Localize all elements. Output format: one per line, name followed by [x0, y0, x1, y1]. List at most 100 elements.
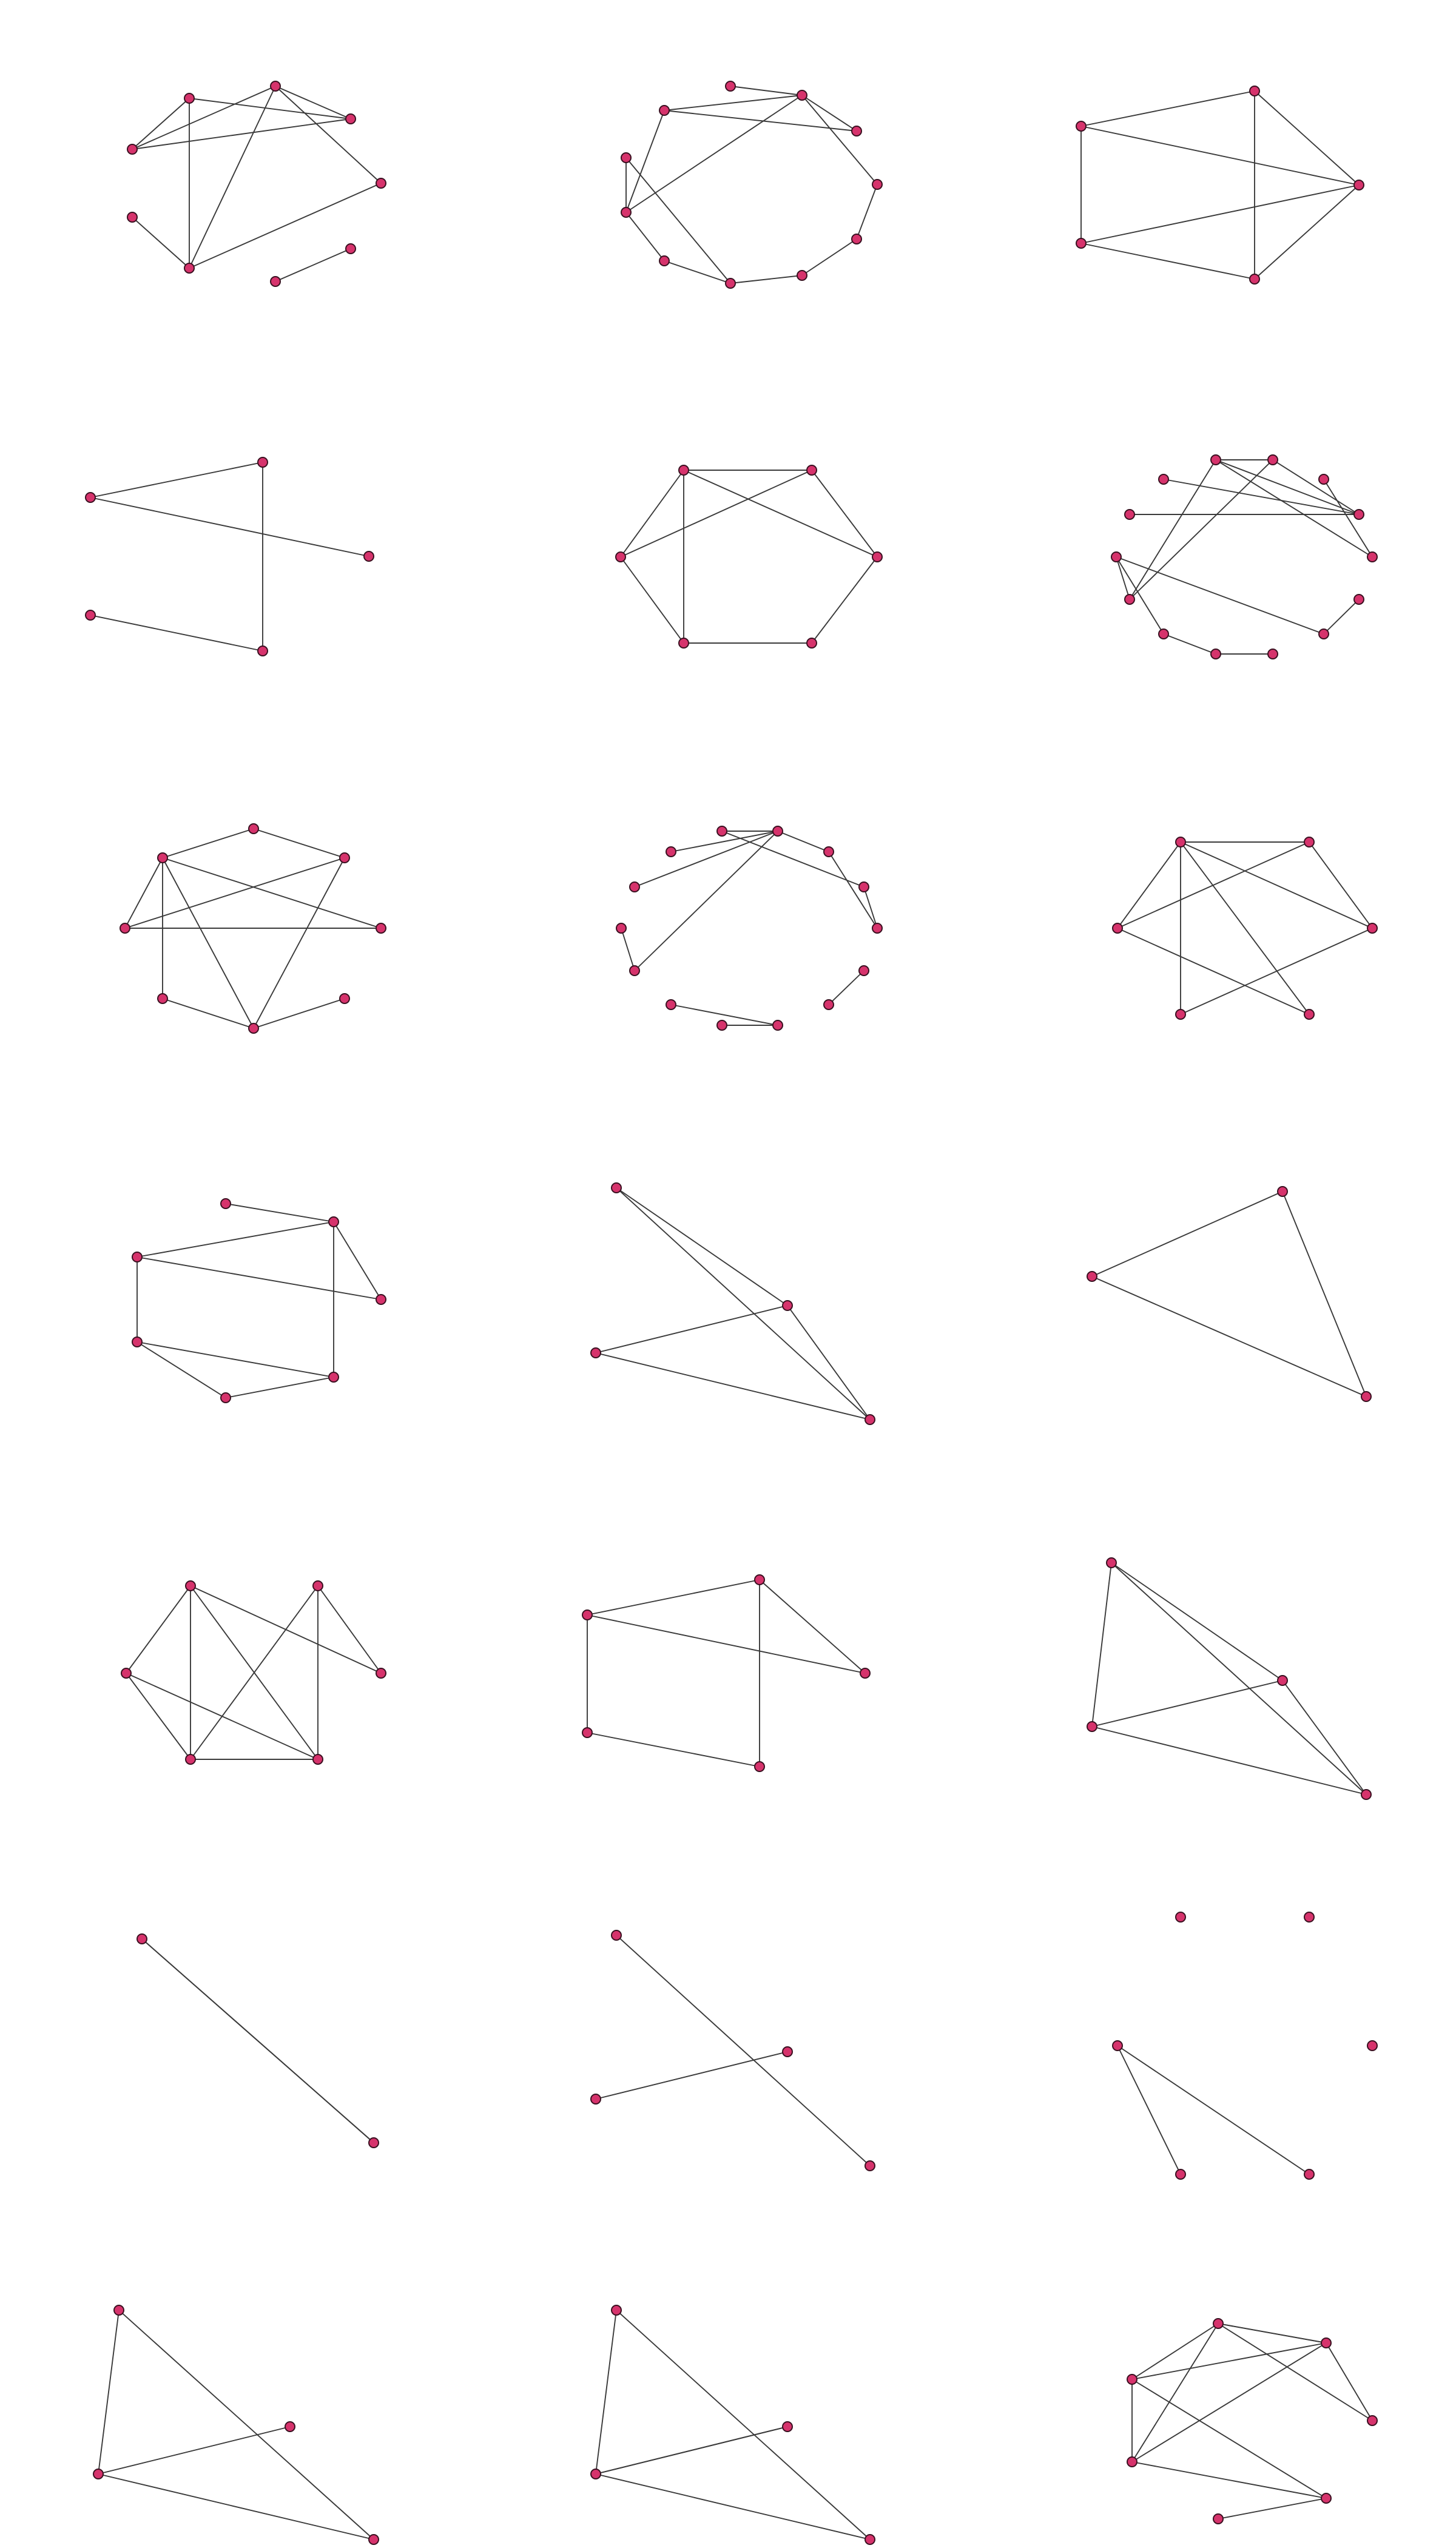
graph-12-node-3 — [1087, 1271, 1097, 1282]
graph-17-edge-2 — [595, 2051, 788, 2100]
graph-15-edge-2 — [1111, 1562, 1367, 1795]
graph-6-node-12 — [1124, 509, 1135, 520]
graph-8-node-14 — [716, 826, 727, 837]
graph-6 — [1111, 454, 1378, 659]
graph-7-node-8 — [157, 852, 168, 863]
graph-3 — [1076, 86, 1364, 285]
graph-19 — [93, 2305, 379, 2545]
graph-11 — [590, 1182, 875, 1425]
graph-21-edge-7 — [1131, 2342, 1327, 2462]
graph-10-edge-1 — [333, 1221, 382, 1300]
graph-21-node-1 — [1213, 2318, 1224, 2329]
graph-6-edge-2 — [1272, 459, 1360, 515]
graph-2-node-5 — [851, 234, 862, 244]
graph-6-edge-10 — [1116, 556, 1324, 635]
graph-8-node-1 — [772, 826, 783, 837]
graph-13-node-4 — [312, 1754, 323, 1765]
graph-11-edge-2 — [616, 1187, 871, 1420]
graph-4-edge-4 — [90, 615, 263, 652]
graph-7-edge-8 — [162, 998, 254, 1029]
graph-8-node-3 — [858, 881, 869, 892]
graph-11-node-2 — [782, 1300, 793, 1311]
graph-9-edge-3 — [1180, 841, 1310, 1015]
graph-7 — [120, 823, 386, 1034]
graph-17-node-1 — [611, 1930, 622, 1941]
graph-13-node-2 — [312, 1580, 323, 1591]
graph-7-edge-4 — [124, 857, 345, 929]
graph-21-node-7 — [1127, 2374, 1138, 2385]
graph-19-node-3 — [368, 2534, 379, 2545]
graph-6-node-1 — [1267, 454, 1278, 465]
graph-5-node-5 — [615, 551, 626, 562]
graph-6-node-13 — [1158, 474, 1169, 485]
graph-18-node-2 — [1304, 1912, 1315, 1923]
graph-4-node-4 — [85, 610, 96, 621]
graph-11-node-3 — [864, 1414, 875, 1425]
graph-6-edge-5 — [1163, 479, 1360, 515]
graph-7-node-3 — [376, 923, 386, 934]
graph-20 — [590, 2305, 875, 2545]
graph-6-node-6 — [1318, 629, 1329, 639]
graph-9-node-3 — [1367, 923, 1378, 934]
graph-8-node-5 — [858, 965, 869, 976]
graph-14-node-5 — [582, 1609, 593, 1620]
graph-2-edge-8 — [801, 238, 857, 276]
graph-10-node-5 — [132, 1336, 143, 1347]
graph-2 — [621, 81, 883, 289]
graph-14-edge-1 — [587, 1579, 760, 1616]
graph-6-edge-3 — [1129, 459, 1273, 600]
graph-20-node-3 — [864, 2534, 875, 2545]
graph-7-node-4 — [339, 993, 350, 1004]
graph-7-edge-1 — [253, 828, 345, 858]
graph-21-edge-8 — [1218, 2323, 1327, 2344]
graph-6-edge-4 — [1323, 479, 1373, 558]
graph-20-edge-5 — [595, 2473, 871, 2540]
graph-13 — [121, 1580, 386, 1765]
graph-2-node-8 — [659, 255, 670, 266]
graph-1-edge-8 — [132, 118, 351, 150]
graph-20-edge-2 — [595, 2310, 617, 2475]
graph-1-node-7 — [184, 263, 195, 274]
graph-7-edge-9 — [162, 857, 254, 1029]
graph-19-node-4 — [93, 2469, 104, 2479]
graph-1-edge-10 — [275, 248, 351, 282]
graph-1-node-5 — [345, 243, 356, 254]
graph-9-edge-5 — [1117, 841, 1181, 929]
graph-6-edge-6 — [1215, 459, 1360, 515]
graph-15-edge-1 — [1111, 1562, 1283, 1681]
graph-8-node-8 — [716, 1020, 727, 1031]
graph-1 — [127, 81, 386, 287]
graph-19-edge-3 — [98, 2426, 291, 2475]
graph-6-node-3 — [1353, 509, 1364, 520]
graph-11-edge-4 — [595, 1305, 788, 1353]
graph-8-edge-4 — [634, 831, 778, 971]
graph-5-edge-9 — [620, 470, 684, 558]
graph-21 — [1127, 2318, 1378, 2524]
graph-8-node-7 — [772, 1020, 783, 1031]
graph-1-node-1 — [184, 93, 195, 104]
graph-11-edge-1 — [616, 1187, 788, 1306]
graph-14-node-4 — [582, 1727, 593, 1738]
graph-6-edge-7 — [1215, 459, 1373, 558]
graph-20-node-1 — [611, 2305, 622, 2316]
graph-10-edge-5 — [136, 1256, 382, 1300]
graph-18-node-4 — [1304, 2169, 1315, 2180]
graph-8-edge-5 — [828, 851, 878, 929]
graph-9-node-4 — [1304, 1009, 1315, 1020]
graph-17-node-2 — [782, 2046, 793, 2057]
graph-11-edge-5 — [595, 1352, 871, 1420]
graph-7-node-2 — [339, 852, 350, 863]
graph-10-edge-8 — [136, 1341, 226, 1398]
graph-5-edge-5 — [683, 470, 878, 558]
graph-1-edge-11 — [132, 217, 190, 269]
graph-4-node-2 — [363, 551, 374, 562]
graph-7-edge-7 — [253, 998, 345, 1029]
graph-6-node-7 — [1267, 649, 1278, 659]
graph-14-edge-5 — [587, 1732, 760, 1767]
graph-8-node-12 — [629, 881, 640, 892]
graph-3-node-1 — [1249, 86, 1260, 96]
graph-8-edge-11 — [621, 928, 635, 971]
graph-19-edge-2 — [98, 2310, 120, 2475]
graph-6-node-2 — [1318, 474, 1329, 485]
graph-10-node-1 — [328, 1216, 339, 1227]
